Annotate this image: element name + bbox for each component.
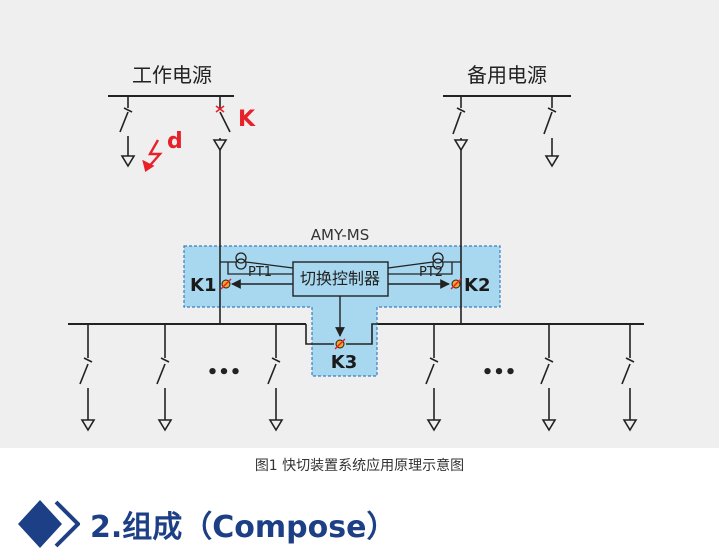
- ellipsis-right: •••: [482, 362, 517, 383]
- backup-source-label: 备用电源: [467, 63, 547, 87]
- breaker-k-label: K: [238, 107, 256, 132]
- section-title: 2.组成（Compose）: [90, 510, 397, 545]
- section-heading: 2.组成（Compose）: [16, 496, 396, 552]
- device-region: [183, 245, 501, 377]
- pt1-label: PT1: [248, 265, 272, 280]
- double-diamond-icon: [18, 500, 80, 548]
- controller-label: 切换控制器: [300, 269, 380, 288]
- k3-label: K3: [331, 352, 357, 373]
- figure-caption: 图1 快切装置系统应用原理示意图: [254, 458, 465, 474]
- backup-feeder: [543, 96, 557, 156]
- backup-incomer: [452, 96, 466, 140]
- k3-switch-icon: [334, 338, 346, 350]
- breaker-k: [215, 96, 231, 140]
- work-feeder: [119, 96, 133, 156]
- k1-switch-icon: [220, 278, 232, 290]
- schematic-svg: 工作电源 备用电源 K d AMY-MS 切换控制器 PT1 PT2 K1 K2…: [68, 63, 644, 431]
- schematic-diagram: 工作电源 备用电源 K d AMY-MS 切换控制器 PT1 PT2 K1 K2…: [0, 0, 719, 448]
- k2-switch-icon: [450, 278, 462, 290]
- k1-label: K1: [190, 275, 216, 296]
- fault-label: d: [167, 129, 183, 154]
- k2-label: K2: [464, 275, 490, 296]
- work-source-label: 工作电源: [132, 63, 212, 87]
- load-feeders: [79, 324, 635, 420]
- ellipsis-left: •••: [207, 362, 242, 383]
- pt2-label: PT2: [419, 265, 443, 280]
- bus-tie: [305, 324, 334, 345]
- pt2-transformer-icon: [387, 252, 461, 275]
- fault-lightning-icon: [142, 139, 163, 172]
- device-label: AMY-MS: [311, 226, 369, 244]
- pt1-transformer-icon: [220, 252, 294, 275]
